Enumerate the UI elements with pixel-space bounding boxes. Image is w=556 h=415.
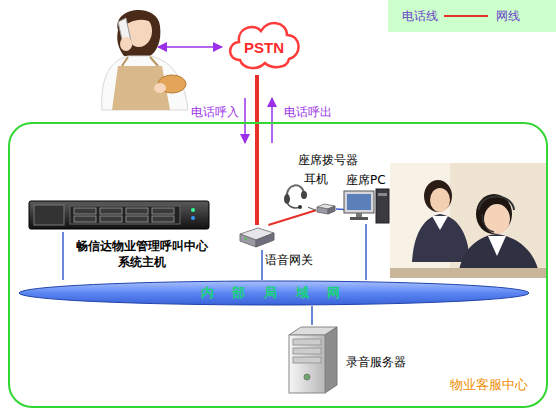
legend-line-sample [444,15,488,17]
pstn-cloud: PSTN [225,15,303,75]
legend-box: 电话线 网线 [388,0,556,32]
drive-bay [152,216,174,222]
power-button [304,374,310,380]
hand [154,83,166,93]
bay-frame [70,206,180,224]
network-line [62,232,64,280]
body [412,214,470,262]
drive-bay [126,216,148,222]
band-label: 内 部 局 域 网 [18,280,530,306]
headset-mic [482,214,494,232]
server-side [325,327,337,393]
pc-icon [344,188,390,224]
drive-bay [74,216,96,222]
status-led [191,216,195,220]
hair [117,10,160,56]
status-led [245,238,247,240]
drive-bay [126,208,148,214]
collar [432,216,448,230]
photo-background [390,163,548,278]
boundary-label: 物业客服中心 [450,376,528,394]
ear-cup [284,194,290,204]
desk [390,268,548,278]
call-out-arrow [271,98,273,143]
pc-tower [376,189,389,223]
device-label: 座席拨号器 [298,152,358,169]
network-line [311,306,313,325]
headset-band [479,197,514,211]
host-server: 畅信达物业管理呼叫中心 系统主机 [28,198,210,232]
dialer-front [317,207,328,214]
agents-photo [390,163,548,278]
phone-line [255,75,259,225]
drive-bay [100,208,122,214]
monitor-base [350,217,368,220]
apron [112,66,170,110]
headset: 耳机 [282,180,308,212]
dialer-icon [316,203,336,215]
gateway-front [240,234,256,247]
legend-sample [442,12,490,20]
collar [488,236,506,256]
status-led [191,208,195,212]
network-line [261,250,263,280]
legend-text: 电话线 [402,8,438,25]
legend-text: 网线 [496,8,520,25]
fringe [124,14,154,26]
screen [347,194,371,210]
legend-item: 电话线 [402,8,494,25]
server-front [289,335,325,393]
mic [298,205,302,209]
rack-server-icon [28,198,210,232]
legend-item: 网线 [496,8,520,25]
tower-server-icon [285,325,340,395]
monitor-neck [356,213,362,217]
voice-gateway: 语音网关 [238,225,276,250]
device-label: 语音网关 [265,252,313,269]
ear-cup [301,191,307,199]
device-label: 录音服务器 [346,354,406,371]
hair [424,180,452,212]
drive-bay [74,208,96,214]
lan-shape [19,281,529,305]
caller-illustration [102,10,188,110]
device-label: 畅信达物业管理呼叫中心 系统主机 [72,238,212,270]
drive-bay [293,339,321,345]
drive-bay [152,208,174,214]
apron-strap [122,57,158,66]
dialer-side [328,206,335,214]
rack-chassis [29,201,209,229]
lan-band: 内 部 局 域 网 [18,280,530,306]
arrow-label: 电话呼出 [284,104,332,121]
gateway-icon [238,225,276,250]
rack-panel [34,205,64,225]
network-line [365,224,367,280]
device-label: 座席PC [346,172,386,189]
recording-server: 录音服务器 [285,325,340,395]
agent-pc: 座席PC [344,188,390,224]
phone-line [268,210,316,225]
monitor [344,191,374,213]
agent-dialer: 座席拨号器 [316,203,336,215]
drive-slot [378,193,387,196]
arrow-label: 电话呼入 [191,104,239,121]
drive-bay [100,216,122,222]
device-label: 耳机 [304,171,328,188]
network-line [308,207,316,210]
cloud-label: PSTN [225,17,303,77]
network-line [336,208,344,210]
service-center-boundary: 物业客服中心畅信达物业管理呼叫中心 系统主机座席拨号器耳机座席PC语音网关内 部… [8,122,548,408]
shirt [102,56,188,110]
gateway-side [256,233,274,247]
hand [120,37,132,51]
face [430,188,450,212]
drive-bay [293,348,321,354]
drive-bay [293,357,321,363]
call-arrow [158,46,222,48]
call-in-arrow [244,98,246,143]
